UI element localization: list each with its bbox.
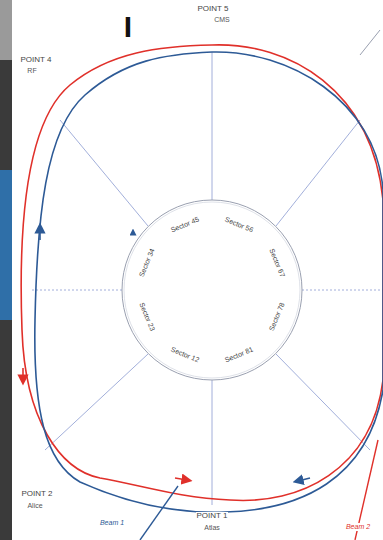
point-label: POINT 2: [21, 490, 54, 499]
point-label: RF: [26, 67, 37, 75]
point-label: POINT 5: [197, 5, 230, 14]
sector-label: Sector 56: [223, 216, 255, 235]
sector-label: Sector 34: [138, 247, 157, 279]
sector-label: Sector 23: [138, 301, 157, 333]
sector-label: Sector 81: [223, 345, 255, 364]
point-label: I: [123, 10, 133, 43]
point-label: POINT 4: [20, 56, 53, 65]
beam-label: Beam 1: [99, 519, 125, 527]
point-label: Atlas: [203, 524, 221, 532]
sector-label: Sector 45: [169, 216, 201, 235]
point-label: Alice: [26, 502, 43, 510]
point-label: CMS: [213, 16, 231, 24]
sector-label: Sector 12: [169, 345, 201, 364]
point-label: POINT 1: [196, 512, 229, 521]
sector-label: Sector 78: [267, 301, 286, 333]
beam-label: Beam 2: [345, 523, 371, 531]
sector-label: Sector 67: [267, 247, 286, 279]
